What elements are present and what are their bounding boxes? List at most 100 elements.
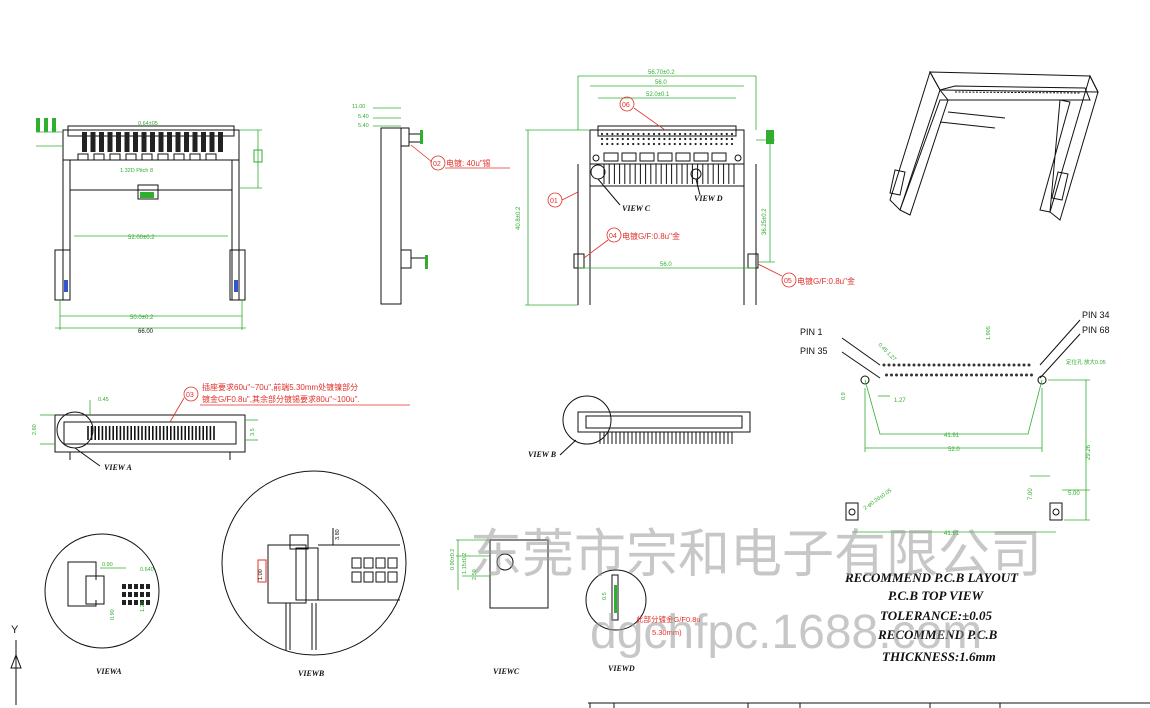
- axis-y-label: Y: [11, 624, 19, 636]
- front-pin: [124, 132, 130, 152]
- pcb-hole: [970, 373, 973, 377]
- pcb-dim-row: 1.905: [986, 326, 992, 340]
- pcb-hole: [950, 373, 953, 377]
- top-pin: [658, 142, 661, 146]
- pcb-hole: [957, 363, 961, 367]
- top-pin: [600, 132, 604, 136]
- top-pin: [616, 142, 619, 146]
- dim-inner-width: 52.00±0.2: [128, 235, 155, 241]
- pcb-layout: PIN 1 PIN 35 PIN 34 PIN 68 定位孔 放大0.05 0.…: [800, 310, 1110, 537]
- detail-d-dim-1: 0.5: [602, 592, 608, 600]
- pcb-hole: [1030, 373, 1033, 377]
- top-dim-total: 56.70±0.2: [648, 70, 675, 76]
- top-pin: [689, 132, 692, 136]
- detail-b-pin: [363, 557, 374, 569]
- top-pin: [668, 142, 671, 146]
- pcb-hole: [905, 373, 908, 377]
- top-pin: [684, 142, 687, 146]
- detail-b-dim-1: 3.80: [335, 529, 341, 540]
- pcb-dim-bottom: 41.91: [944, 531, 960, 537]
- pcb-hole: [887, 363, 891, 367]
- side-dim-2: 5.40: [358, 114, 369, 120]
- top-pin: [642, 142, 645, 146]
- top-pin: [730, 142, 734, 146]
- detail-b-pin: [351, 557, 362, 569]
- pcb-hole: [945, 373, 948, 377]
- pcb-hole: [947, 363, 951, 367]
- top-pin: [678, 142, 682, 146]
- recommend-block: RECOMMEND P.C.B LAYOUT P.C.B TOP VIEW TO…: [844, 570, 1019, 664]
- watermark-url: dgchfpc.1688.com: [590, 606, 982, 659]
- top-pin: [694, 142, 697, 146]
- pcb-hole: [922, 363, 926, 367]
- top-pin: [642, 132, 645, 136]
- pcb-hole: [935, 373, 938, 377]
- top-pin: [626, 132, 630, 136]
- pcb-pin1: PIN 1: [800, 327, 823, 337]
- top-slot: [639, 152, 655, 162]
- pcb-hole: [997, 363, 1001, 367]
- top-pin: [673, 142, 676, 146]
- pcb-hole: [992, 363, 996, 367]
- pcb-note-hole: 定位孔 放大0.05: [1066, 358, 1106, 366]
- front-slot: [205, 153, 217, 161]
- top-pin: [704, 132, 708, 136]
- top-pin: [616, 137, 619, 141]
- front-pin: [158, 132, 164, 152]
- pcb-hole: [987, 363, 991, 367]
- front-pin: [218, 132, 223, 152]
- top-slot: [675, 152, 691, 162]
- balloon-05-number: 05: [784, 278, 792, 285]
- pcb-hole: [937, 363, 941, 367]
- caption-view-c: VIEWC: [493, 667, 520, 676]
- detail-a-pin: [134, 600, 138, 605]
- top-dim-inner: 52.0±0.1: [646, 92, 670, 98]
- pcb-hole: [927, 363, 931, 367]
- top-pin: [600, 137, 604, 141]
- top-pin: [689, 137, 692, 141]
- balloon-04-note: 电镀G/F:0.8u"金: [622, 231, 680, 241]
- pcb-hole: [990, 373, 993, 377]
- front-pin: [150, 132, 155, 152]
- pcb-hole: [920, 373, 923, 377]
- pcb-hole: [910, 373, 913, 377]
- top-pin: [621, 142, 624, 146]
- pcb-hole: [915, 373, 918, 377]
- front-pin: [201, 132, 206, 152]
- front-slot: [77, 153, 89, 161]
- pcb-hole: [1007, 363, 1011, 367]
- pcb-hole: [900, 373, 903, 377]
- balloon-01-number: 01: [550, 198, 558, 205]
- top-pin: [704, 137, 708, 141]
- pcb-hole: [917, 363, 921, 367]
- top-pin: [715, 142, 718, 146]
- top-pin: [621, 137, 624, 141]
- pcb-hole: [985, 373, 988, 377]
- top-pin: [725, 132, 728, 136]
- front-slot: [125, 153, 137, 161]
- top-pin: [600, 142, 604, 146]
- front-pin: [107, 132, 113, 152]
- recommend-line2: P.C.B TOP VIEW: [888, 588, 985, 603]
- pcb-dim-500: 5.00: [1068, 491, 1080, 497]
- detail-a-dim-3: 0.90: [110, 609, 116, 620]
- top-pin: [684, 137, 687, 141]
- top-pin: [673, 137, 676, 141]
- watermark-company: 东莞市宗和电子有限公司: [470, 526, 1042, 584]
- top-pin: [678, 132, 682, 136]
- label-view-b: VIEW B: [528, 450, 557, 459]
- pcb-pin35: PIN 35: [800, 346, 828, 356]
- pcb-hole: [972, 363, 976, 367]
- top-pin: [668, 137, 671, 141]
- pcb-hole: [980, 373, 983, 377]
- pcb-hole: [885, 373, 888, 377]
- pcb-hole: [1027, 363, 1031, 367]
- pcb-hole: [965, 373, 968, 377]
- top-pin: [710, 142, 713, 146]
- top-pin: [699, 142, 702, 146]
- top-pin: [689, 142, 692, 146]
- detail-c-dim-3: 2.50: [472, 569, 478, 580]
- caption-view-b: VIEWB: [298, 669, 325, 678]
- pcb-dim-127: 1.27: [894, 398, 906, 404]
